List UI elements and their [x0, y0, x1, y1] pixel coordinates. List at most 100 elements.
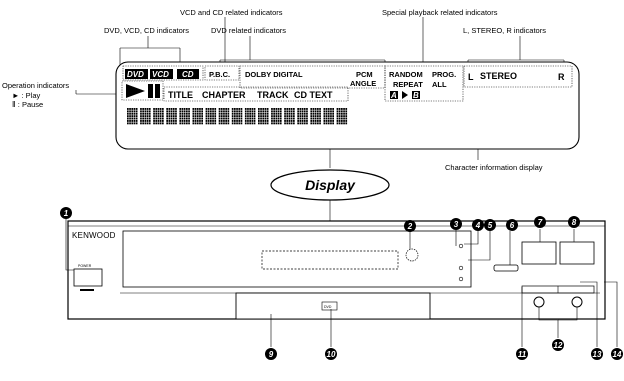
number-badge-6 [506, 219, 518, 231]
char-cell [179, 108, 190, 125]
lcd-pcm: PCM [356, 70, 373, 79]
number-badge-10 [325, 348, 337, 360]
character-display [127, 108, 348, 125]
lcd-stereo: STEREO [480, 71, 517, 81]
lcd-angle: ANGLE [350, 79, 376, 88]
badge-dvd-text: DVD [127, 70, 144, 79]
char-cell [140, 108, 151, 125]
number-badges: 1 2 3 4 5 6 7 8 9 10 11 12 13 14 [60, 207, 623, 360]
number-4: 4 [475, 221, 481, 230]
number-badge-3 [450, 218, 462, 230]
lcd-prog: PROG. [432, 70, 456, 79]
number-1: 1 [64, 209, 69, 218]
char-cell [310, 108, 321, 125]
char-cell [323, 108, 334, 125]
number-badge-2 [404, 220, 416, 232]
play-icon [126, 84, 145, 98]
number-2: 2 [407, 222, 413, 231]
number-badge-14 [611, 348, 623, 360]
badge-b-text: B [413, 91, 419, 100]
tray-logo: DVD [324, 305, 332, 309]
power-button[interactable] [73, 268, 103, 287]
char-cell [218, 108, 230, 125]
char-cell [205, 108, 217, 125]
stop-button[interactable] [559, 241, 595, 265]
number-12: 12 [554, 341, 563, 350]
label-vcd-cd: VCD and CD related indicators [180, 8, 283, 17]
number-badge-11 [516, 348, 528, 360]
label-play: ► : Play [12, 91, 41, 100]
tray-logo-box [321, 301, 338, 311]
char-cell [336, 108, 348, 125]
label-lr-stereo: L, STEREO, R indicators [463, 26, 546, 35]
number-11: 11 [518, 350, 527, 359]
badge-vcd [150, 69, 173, 79]
led-2 [458, 265, 464, 271]
lcd-pbc: P.B.C. [209, 70, 230, 79]
ab-arrow-icon [402, 91, 408, 99]
number-badge-13 [591, 348, 603, 360]
number-badge-5 [484, 219, 496, 231]
number-badge-9 [265, 348, 277, 360]
led-1 [458, 243, 464, 249]
number-badge-8 [568, 216, 580, 228]
power-indicator-icon [80, 289, 94, 291]
pause-icon-bar-right [155, 84, 160, 98]
char-cell [284, 108, 295, 125]
number-5: 5 [488, 221, 493, 230]
char-cell [192, 108, 203, 125]
display-label: Display [305, 177, 356, 193]
number-7: 7 [538, 218, 543, 227]
char-cell [166, 108, 177, 125]
number-badge-1 [60, 207, 72, 219]
label-dvd-related: DVD related indicators [211, 26, 286, 35]
number-leaders [65, 219, 618, 347]
badge-a-text: A [390, 91, 397, 100]
number-13: 13 [593, 350, 602, 359]
label-pause: Ⅱ : Pause [12, 100, 43, 109]
number-badge-7 [534, 216, 546, 228]
number-14: 14 [613, 350, 622, 359]
char-cell [271, 108, 282, 125]
badge-a [390, 91, 398, 99]
lcd-track: TRACK [257, 90, 289, 100]
display-area [261, 250, 399, 270]
lcd-all: ALL [432, 80, 447, 89]
char-cell [127, 108, 138, 125]
display-window [122, 230, 472, 288]
label-special-playback: Special playback related indicators [382, 8, 498, 17]
number-8: 8 [572, 218, 577, 227]
pause-icon-bar-left [148, 84, 153, 98]
open-close-button[interactable] [493, 264, 519, 272]
led-3 [458, 276, 464, 282]
label-char-display: Character information display [445, 163, 543, 172]
lcd-repeat: REPEAT [393, 80, 423, 89]
badge-dvd [125, 69, 148, 79]
number-badge-12 [552, 339, 564, 351]
char-cell [258, 108, 269, 125]
lcd-dolby-digital: DOLBY DIGITAL [245, 70, 303, 79]
leader-lines [75, 17, 565, 168]
char-cell [231, 108, 243, 125]
char-cell [244, 108, 256, 125]
lcd-panel [115, 61, 580, 150]
lcd-cd-text: CD TEXT [294, 90, 333, 100]
label-dvd-vcd-cd: DVD, VCD, CD indicators [104, 26, 189, 35]
label-operation: Operation indicators [2, 81, 69, 90]
number-badge-4 [472, 219, 484, 231]
lcd-chapter: CHAPTER [202, 90, 246, 100]
disc-tray[interactable] [235, 292, 431, 320]
char-cell [153, 108, 164, 125]
lcd-r: R [558, 72, 565, 82]
badge-cd [177, 69, 199, 79]
brand-logo: KENWOOD [72, 231, 116, 240]
lcd-title: TITLE [168, 90, 193, 100]
lcd-l: L [468, 72, 474, 82]
number-10: 10 [327, 350, 336, 359]
device-front: KENWOOD POWER DVD [67, 220, 606, 320]
play-button[interactable] [521, 241, 557, 265]
lcd-random: RANDOM [389, 70, 423, 79]
power-label: POWER [78, 264, 92, 268]
